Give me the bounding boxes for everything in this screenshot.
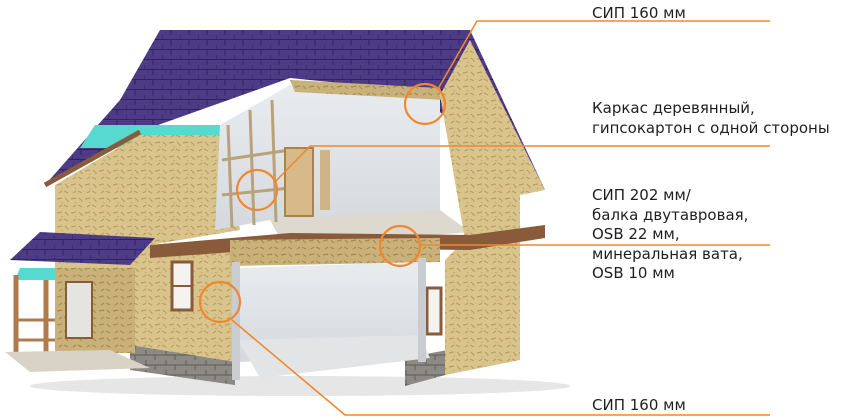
callout-circle-partition	[235, 168, 279, 212]
stone-plinth	[130, 345, 235, 385]
callout-line-partition	[274, 145, 770, 183]
porch-deck	[5, 350, 150, 372]
porch-posts	[13, 275, 49, 356]
porch-door	[65, 281, 93, 339]
window-right	[425, 286, 443, 336]
callout-line-wall	[231, 319, 770, 416]
lower-floor-surface	[238, 335, 430, 378]
callout-label-floor-line: OSB 22 мм,	[592, 225, 680, 243]
floor-section	[230, 238, 440, 266]
callout-label-floor-line: OSB 10 мм	[592, 264, 675, 282]
partition-frame	[221, 99, 291, 229]
right-gable-wall	[440, 40, 545, 375]
callout-label-roof-line: СИП 160 мм	[592, 4, 686, 22]
callout-label-wall-line: СИП 160 мм	[592, 396, 686, 414]
callout-circle-roof	[403, 82, 447, 126]
callout-label-floor: СИП 202 мм/ балка двутавровая, OSB 22 мм…	[592, 186, 748, 284]
ground-shadow	[30, 376, 570, 396]
callout-lines	[231, 20, 770, 416]
callout-circle-floor	[378, 224, 422, 268]
upper-door	[284, 147, 314, 217]
callout-label-partition-line: Каркас деревянный,	[592, 99, 755, 117]
callout-circle-wall	[198, 280, 242, 324]
callout-label-partition: Каркас деревянный, гипсокартон с одной с…	[592, 99, 830, 138]
callout-label-partition-line: гипсокартон с одной стороны	[592, 118, 830, 137]
callout-label-roof: СИП 160 мм	[592, 4, 686, 24]
callout-label-floor-line: СИП 202 мм/	[592, 186, 691, 204]
callout-markers	[198, 82, 447, 324]
callout-label-wall: СИП 160 мм	[592, 396, 686, 416]
callout-label-floor-line: балка двутавровая,	[592, 205, 749, 224]
main-roof	[45, 30, 545, 190]
callout-line-roof	[437, 20, 770, 90]
porch-roof	[10, 232, 155, 265]
callout-label-floor-line: минеральная вата,	[592, 244, 743, 263]
